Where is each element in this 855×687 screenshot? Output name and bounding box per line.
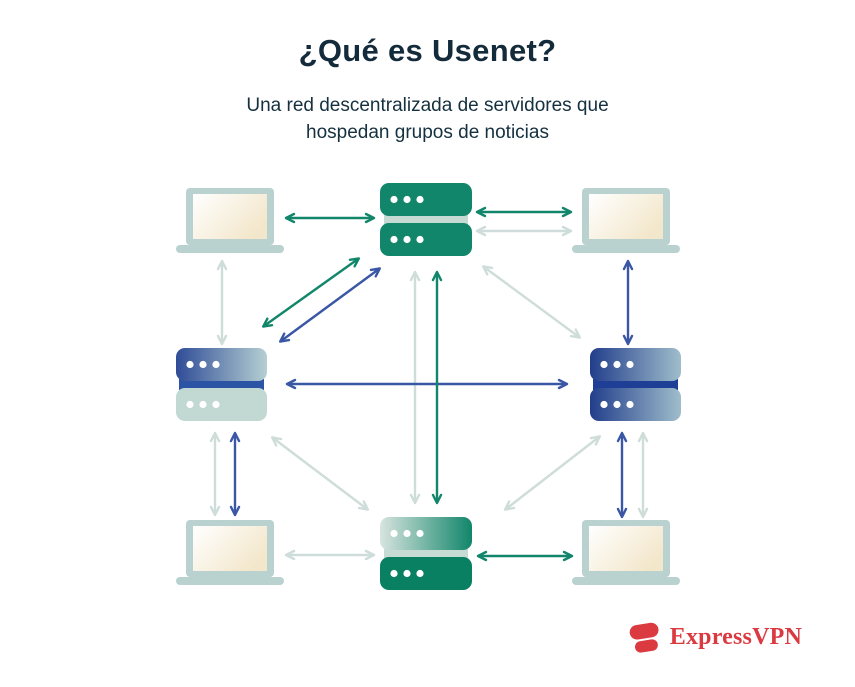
laptop-base: [176, 245, 284, 253]
arrow-server-left-server-bottom-light: [271, 436, 369, 511]
server-leds: [390, 529, 424, 578]
laptop-top-right: [572, 188, 680, 253]
laptop-base: [176, 577, 284, 585]
laptop-base: [572, 245, 680, 253]
page-subtitle: Una red descentralizada de servidores qu…: [246, 95, 609, 143]
expressvpn-logo-icon: [629, 622, 659, 653]
server-top: [380, 183, 472, 256]
expressvpn-wordmark: ExpressVPN: [669, 624, 802, 650]
server-left: [176, 348, 267, 421]
arrow-server-top-server-right-light: [481, 265, 582, 339]
server-bottom: [380, 517, 472, 590]
server-leds: [600, 360, 634, 409]
page-title: ¿Qué es Usenet?: [298, 33, 557, 68]
arrow-server-bottom-server-right-light: [504, 435, 601, 511]
server-leds: [186, 360, 220, 409]
laptop-bottom-right: [572, 520, 680, 585]
server-leds: [390, 195, 424, 244]
server-right: [590, 348, 681, 421]
laptop-top-left: [176, 188, 284, 253]
laptop-base: [572, 577, 680, 585]
laptop-bottom-left: [176, 520, 284, 585]
arrow-server-left-server-top-green: [261, 257, 361, 328]
expressvpn-logo: ExpressVPN: [628, 621, 802, 654]
